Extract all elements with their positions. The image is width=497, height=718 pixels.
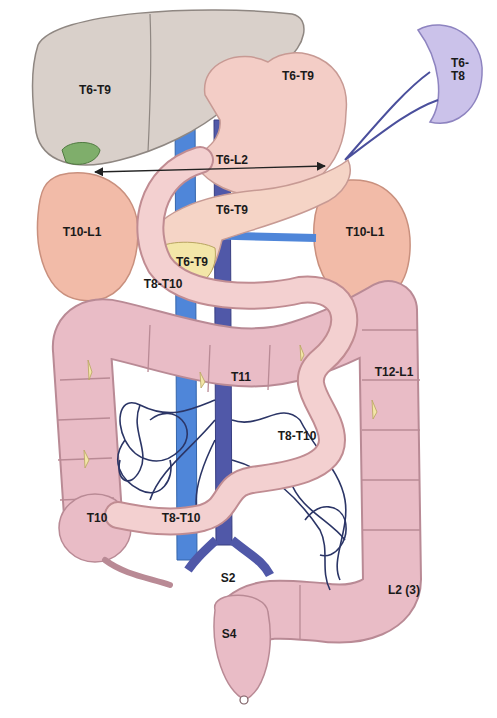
- segment-label: T6- T8: [451, 57, 475, 83]
- colon: [82, 310, 392, 620]
- appendix: [105, 560, 170, 585]
- segment-label: L2 (3): [388, 584, 420, 597]
- segment-label: T11: [231, 371, 251, 384]
- segment-label: T6-T9: [282, 70, 314, 83]
- rectum: [214, 595, 270, 700]
- segment-label: T6-T9: [216, 204, 248, 217]
- gallbladder: [62, 143, 100, 165]
- segment-label: T10-L1: [346, 226, 385, 239]
- liver-fissure: [148, 14, 151, 152]
- small-intestine: [118, 160, 344, 521]
- segment-label: T8-T10: [162, 512, 201, 525]
- segment-label: T10: [87, 512, 108, 525]
- iliac-vessels: [188, 540, 270, 575]
- segment-label: T8-T10: [278, 430, 317, 443]
- leader-arrow: [95, 166, 325, 172]
- segment-label: T10-L1: [63, 226, 102, 239]
- splenic-vessels: [345, 72, 438, 160]
- segment-label: S4: [222, 628, 237, 641]
- segment-label: S2: [221, 572, 236, 585]
- small-intestine-outline: [118, 160, 344, 521]
- segment-label: T6-L2: [216, 154, 248, 167]
- right-kidney: [37, 173, 138, 301]
- anus: [240, 696, 248, 704]
- segment-label: T8-T10: [144, 278, 183, 291]
- segment-label: T6-T9: [176, 256, 208, 269]
- segment-label: T12-L1: [375, 366, 414, 379]
- colon-outline: [82, 310, 392, 620]
- segment-label: T6-T9: [79, 84, 111, 97]
